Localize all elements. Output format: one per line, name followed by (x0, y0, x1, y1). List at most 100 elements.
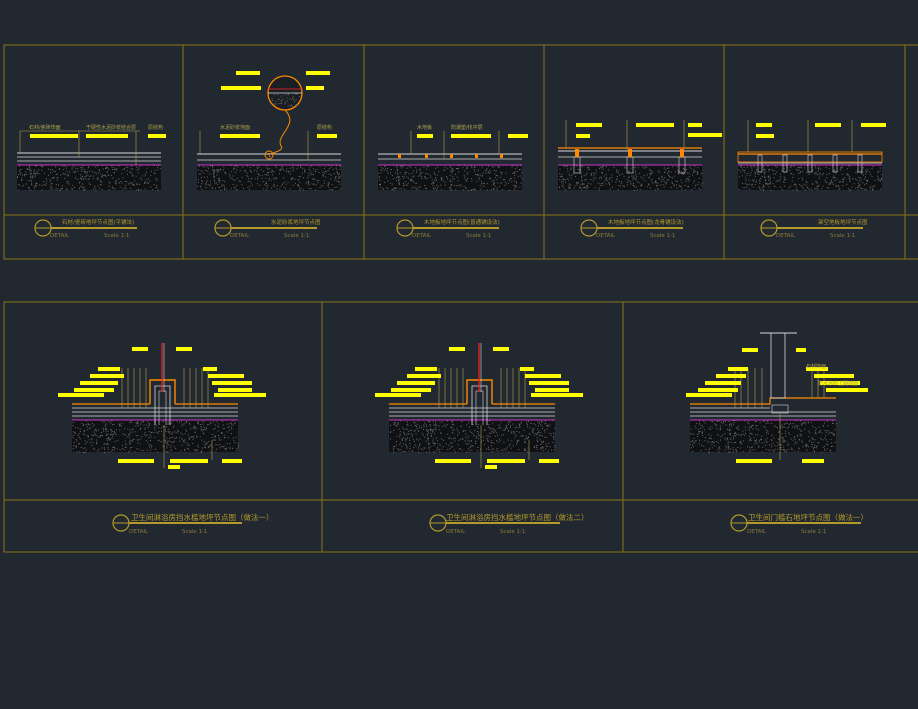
aggregate-speck (31, 183, 33, 185)
aggregate-speck (264, 184, 266, 186)
aggregate-speck (643, 175, 645, 177)
aggregate-speck (486, 168, 488, 170)
aggregate-speck (162, 425, 164, 427)
aggregate-speck (119, 424, 121, 426)
aggregate-speck (129, 182, 131, 184)
title-block-bottom-3[interactable]: 卫生间门槛石地坪节点图（做法一） DETAIL Scale 1:1 (730, 512, 868, 535)
aggregate-speck (651, 179, 653, 180)
aggregate-speck (395, 422, 396, 424)
aggregate-speck (288, 98, 290, 100)
aggregate-speck (727, 442, 729, 444)
aggregate-speck (487, 448, 489, 450)
title-block-top-1[interactable]: 石材/瓷砖地坪节点图(平铺法) DETAIL Scale 1:1 (34, 218, 137, 239)
aggregate-speck (409, 448, 411, 449)
aggregate-speck (553, 436, 555, 438)
aggregate-speck (513, 185, 515, 187)
aggregate-speck (727, 439, 729, 441)
aggregate-speck (50, 185, 52, 187)
title-block-top-3[interactable]: 木地板地坪节点图(普通铺设法) DETAIL Scale 1:1 (396, 218, 500, 239)
aggregate-speck (164, 429, 166, 431)
aggregate-speck (816, 445, 818, 447)
title-block-top-2[interactable]: 水泥砂浆地坪节点图 DETAIL Scale 1:1 (214, 218, 321, 239)
aggregate-speck (758, 187, 760, 189)
aggregate-speck (540, 435, 542, 437)
aggregate-speck (803, 183, 805, 185)
aggregate-speck (716, 428, 718, 430)
aggregate-speck (66, 189, 68, 191)
aggregate-speck (777, 179, 779, 181)
aggregate-speck (335, 177, 337, 179)
aggregate-speck (412, 450, 414, 452)
aggregate-speck (221, 184, 223, 186)
aggregate-speck (506, 426, 507, 428)
aggregate-speck (81, 186, 83, 188)
aggregate-speck (314, 169, 316, 171)
aggregate-speck (416, 423, 418, 425)
aggregate-speck (742, 187, 744, 189)
aggregate-speck (22, 174, 24, 176)
aggregate-speck (307, 177, 309, 179)
aggregate-speck (709, 447, 711, 449)
aggregate-speck (164, 450, 166, 452)
aggregate-speck (536, 434, 538, 436)
aggregate-speck (392, 449, 394, 451)
title-block-bottom-1[interactable]: 卫生间淋浴房挡水槛地坪节点图（做法一） DETAIL Scale 1:1 (112, 512, 274, 535)
aggregate-speck (490, 442, 492, 444)
aggregate-speck (754, 173, 756, 175)
aggregate-speck (233, 422, 235, 424)
aggregate-speck (325, 176, 327, 178)
aggregate-speck (776, 171, 778, 173)
aggregate-speck (711, 447, 713, 449)
aggregate-speck (583, 183, 585, 185)
aggregate-speck (200, 177, 202, 178)
aggregate-speck (855, 172, 857, 174)
aggregate-speck (220, 168, 221, 170)
annotation-label-box (520, 367, 534, 371)
aggregate-speck (858, 176, 860, 178)
aggregate-speck (216, 174, 218, 176)
aggregate-speck (405, 434, 407, 436)
aggregate-speck (259, 184, 261, 186)
aggregate-speck (403, 437, 405, 439)
aggregate-speck (840, 166, 842, 168)
aggregate-speck (668, 174, 669, 176)
aggregate-speck (382, 187, 384, 189)
aggregate-speck (690, 428, 692, 430)
joist (575, 149, 579, 157)
title-block-top-5[interactable]: 架空地板地坪节点图 DETAIL Scale 1:1 (760, 218, 868, 239)
title-block-bottom-2[interactable]: 卫生间淋浴房挡水槛地坪节点图（做法二） DETAIL Scale 1:1 (429, 512, 589, 535)
aggregate-speck (832, 177, 834, 179)
aggregate-speck (157, 167, 158, 169)
aggregate-speck (586, 172, 588, 174)
aggregate-speck (801, 423, 803, 425)
aggregate-speck (662, 179, 664, 180)
aggregate-speck (412, 181, 414, 183)
aggregate-speck (624, 166, 626, 168)
aggregate-speck (132, 431, 134, 433)
aggregate-speck (640, 183, 642, 185)
aggregate-speck (450, 188, 452, 190)
aggregate-speck (516, 186, 518, 188)
aggregate-speck (209, 445, 211, 447)
aggregate-speck (390, 424, 391, 426)
title-block-top-4[interactable]: 木地板地坪节点图(龙骨铺设法) DETAIL Scale 1:1 (580, 218, 684, 239)
aggregate-speck (231, 423, 233, 425)
aggregate-speck (396, 444, 397, 446)
aggregate-speck (404, 173, 406, 175)
aggregate-speck (725, 446, 727, 448)
aggregate-speck (696, 436, 698, 437)
aggregate-speck (451, 171, 453, 172)
aggregate-speck (149, 450, 151, 452)
aggregate-speck (732, 447, 734, 449)
aggregate-speck (184, 449, 186, 451)
aggregate-speck (80, 177, 82, 179)
aggregate-speck (688, 172, 690, 174)
aggregate-speck (511, 181, 513, 183)
aggregate-speck (537, 428, 539, 430)
aggregate-speck (137, 172, 139, 174)
detail-caption: 石材/瓷砖地坪节点图(平铺法) (62, 218, 134, 226)
aggregate-speck (534, 446, 535, 448)
aggregate-speck (647, 186, 649, 188)
aggregate-speck (214, 436, 216, 438)
